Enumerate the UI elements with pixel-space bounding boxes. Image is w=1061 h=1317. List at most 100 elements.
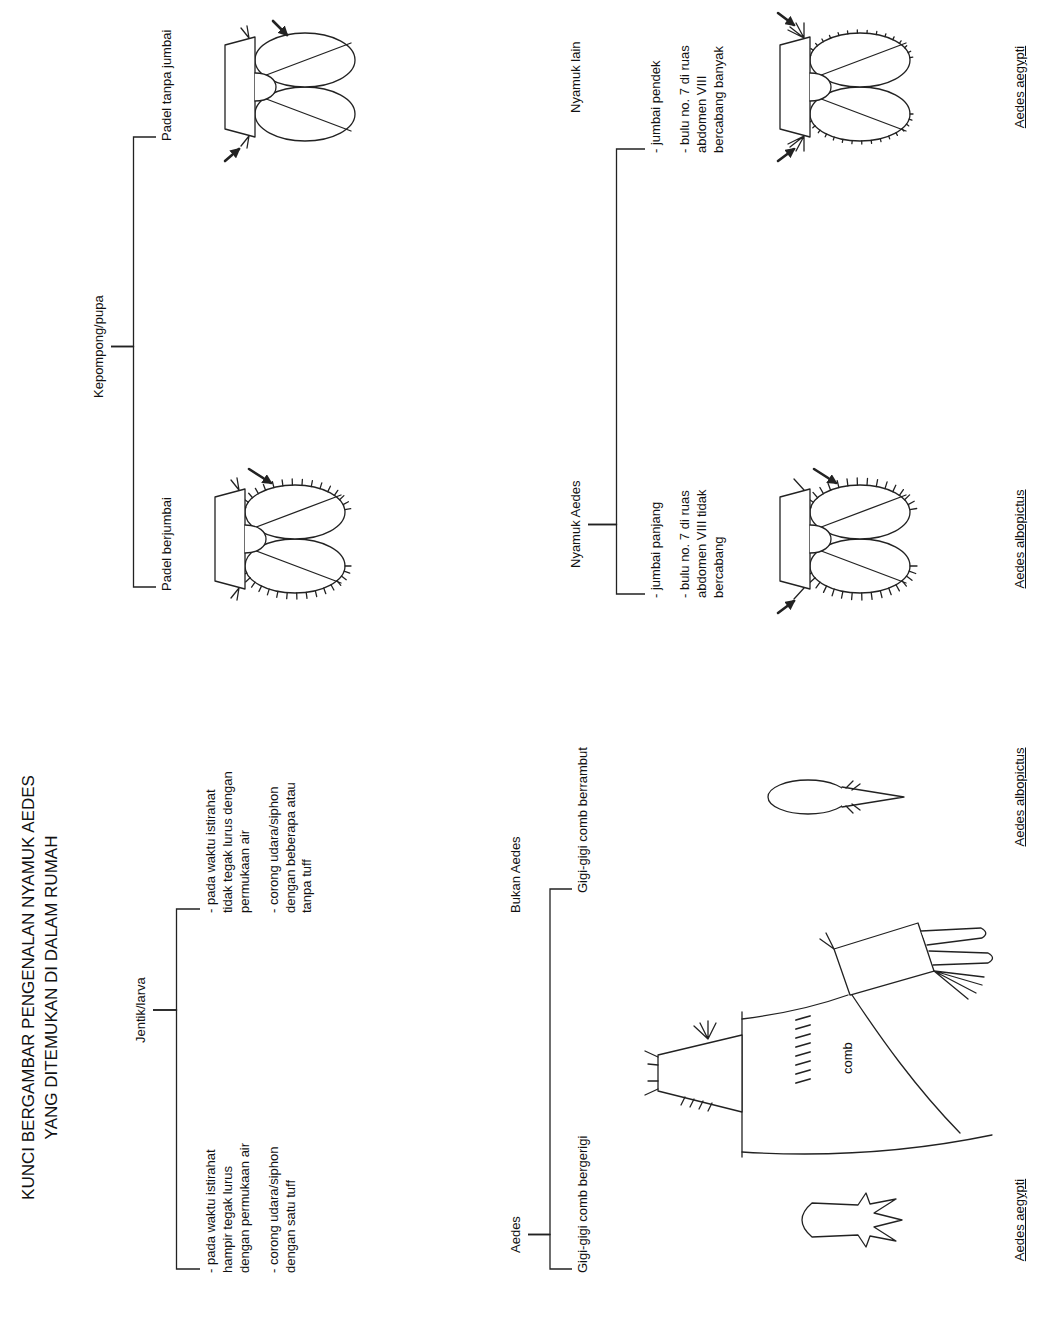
- key-step: Bukan Aedes: [505, 832, 528, 917]
- key-text: Gigi-gigi comb berrambut: [575, 747, 592, 893]
- body-outline: [852, 995, 960, 1133]
- bracket-connector: [588, 525, 645, 595]
- pecten: [681, 1097, 712, 1111]
- pointer-arrow: [273, 21, 287, 35]
- pointer-arrow: [778, 601, 794, 613]
- bracket-connector: [153, 1010, 200, 1269]
- bracket-connector: [111, 137, 156, 347]
- key-text: - bulu no. 7 di ruas abdomen VIII bercab…: [677, 18, 728, 153]
- key-text: Jentik/larva: [133, 977, 150, 1043]
- ventral-brush: [934, 971, 984, 999]
- bracket-connector: [528, 1235, 572, 1270]
- pointer-arrow: [778, 149, 794, 161]
- key-step: Gigi-gigi comb bergerigi: [572, 1132, 595, 1277]
- seta-no7: [788, 136, 804, 151]
- key-text: - bulu no. 7 di ruas abdomen VIII tidak …: [677, 463, 728, 598]
- comb-teeth: [796, 1016, 810, 1083]
- key-step: Padel berjumbai: [156, 493, 179, 595]
- albopictus-scale-spine: [842, 787, 904, 807]
- diagram-title: KUNCI BERGAMBAR PENGENALAN NYAMUK AEDES …: [18, 760, 64, 1215]
- key-text: - jumbai pendek: [648, 18, 665, 153]
- abdomen-segment: [215, 489, 245, 589]
- pointer-arrow: [778, 13, 794, 25]
- key-step: - pada waktu istirahat tidak tegak lurus…: [200, 764, 319, 917]
- aegypti-comb-scale: [802, 1193, 902, 1247]
- key-text: Nyamuk lain: [568, 41, 585, 113]
- pupa-paddle-figure: [778, 13, 913, 161]
- bracket-connector: [528, 889, 572, 1235]
- species-label: Aedes aegypti: [1012, 1179, 1029, 1261]
- part-label: comb: [840, 1042, 857, 1074]
- pointer-arrow: [814, 469, 836, 483]
- key-text: Aedes: [508, 1216, 525, 1253]
- key-text: Bukan Aedes: [508, 836, 525, 913]
- siphon-spines: [645, 1051, 658, 1095]
- key-text: Nyamuk Aedes: [568, 481, 585, 568]
- albopictus-scale-hairs: [846, 781, 860, 813]
- key-step: Padel tanpa jumbai: [156, 26, 179, 145]
- seta-no7: [231, 588, 239, 600]
- paddle-fringe: [805, 566, 917, 600]
- species-label: Aedes albopictus: [1012, 489, 1029, 588]
- pupa-paddle-figure: [778, 469, 917, 613]
- paddle-fringe: [804, 478, 917, 510]
- key-step: - jumbai panjang - bulu no. 7 di ruas abd…: [645, 459, 731, 602]
- siphon-tuft: [694, 1021, 716, 1039]
- genital-lobe: [810, 525, 831, 553]
- seta-no7: [241, 136, 249, 148]
- key-text: - pada waktu istirahat hampir tegak luru…: [203, 1128, 254, 1273]
- anal-papilla: [921, 928, 986, 945]
- larva-terminal-segments: [645, 923, 993, 1157]
- paddle-fringe: [809, 114, 913, 144]
- paddle-fringe: [241, 566, 351, 599]
- key-step: Aedes: [505, 1212, 528, 1257]
- pointer-arrow: [249, 469, 271, 483]
- genital-lobe: [810, 73, 831, 101]
- key-step: Gigi-gigi comb berrambut: [572, 743, 595, 897]
- abdomen-segment: [780, 37, 810, 137]
- key-step: - jumbai pendek - bulu no. 7 di ruas abdo…: [645, 14, 731, 157]
- bracket-connector: [111, 347, 156, 588]
- siphon: [658, 1035, 742, 1112]
- seta-no7: [231, 478, 239, 490]
- key-text: Padel tanpa jumbai: [159, 30, 176, 141]
- key-text: Gigi-gigi comb bergerigi: [575, 1136, 592, 1273]
- key-text: Padel berjumbai: [159, 497, 176, 591]
- seta-no7: [788, 23, 804, 38]
- key-text: - jumbai panjang: [648, 463, 665, 598]
- pupa-paddle-figure: [215, 469, 351, 600]
- anal-papilla: [929, 951, 993, 965]
- key-text: - pada waktu istirahat tidak tegak lurus…: [203, 768, 254, 913]
- species-label: Aedes albopictus: [1012, 747, 1029, 846]
- genital-lobe: [255, 73, 276, 101]
- paddle-fringe: [240, 479, 351, 510]
- body-outline: [742, 1135, 992, 1154]
- bracket-connector: [153, 909, 200, 1010]
- seta-no7: [794, 588, 804, 599]
- key-step: Nyamuk Aedes: [565, 477, 588, 572]
- key-text: - corong udara/siphon dengan beberapa at…: [266, 768, 317, 913]
- seta-no7: [241, 26, 249, 38]
- pointer-arrow: [225, 149, 239, 161]
- body-outline: [742, 995, 848, 1019]
- seta-no7: [794, 479, 804, 490]
- anal-saddle: [834, 923, 934, 995]
- saddle-hair: [820, 933, 834, 949]
- abdomen-segment: [225, 37, 255, 137]
- genital-lobe: [245, 525, 266, 553]
- key-text: Kepompong/pupa: [91, 295, 108, 398]
- key-step: Jentik/larva: [130, 973, 153, 1047]
- abdomen-segment: [780, 489, 810, 589]
- albopictus-comb-scale: [768, 780, 848, 814]
- key-step: Nyamuk lain: [565, 37, 588, 117]
- paddle-fringe: [808, 30, 913, 58]
- key-step: - pada waktu istirahat hampir tegak luru…: [200, 1124, 302, 1277]
- illustrations: [215, 13, 993, 1247]
- bracket-connector: [588, 149, 645, 525]
- pupa-paddle-figure: [225, 21, 355, 161]
- key-step: Kepompong/pupa: [88, 291, 111, 402]
- species-label: Aedes aegypti: [1012, 46, 1029, 128]
